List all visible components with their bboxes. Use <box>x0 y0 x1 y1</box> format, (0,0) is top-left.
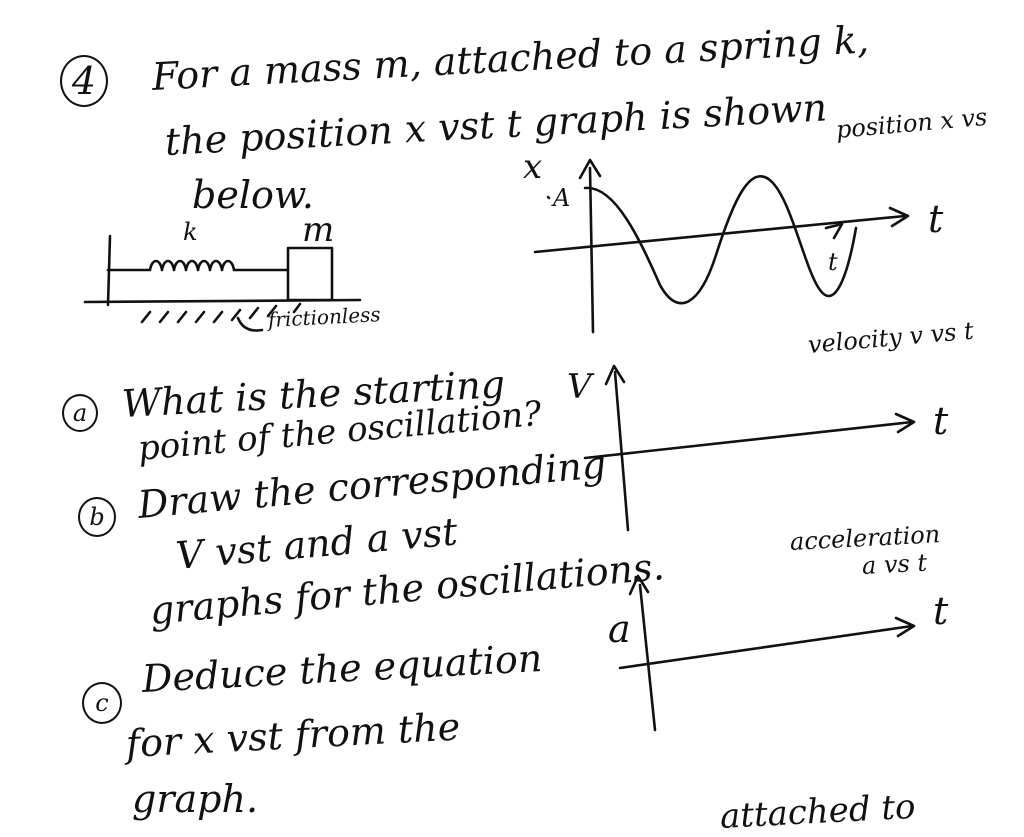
floor-hatching <box>140 302 302 324</box>
position-x-axis-label: t <box>928 197 944 241</box>
velocity-x-axis-label: t <box>933 399 949 443</box>
position-x-axis <box>533 214 907 254</box>
part-c-marker: c <box>82 682 122 724</box>
acceleration-x-arrow <box>894 616 916 638</box>
position-curve-arrow <box>824 222 844 240</box>
mass-block <box>286 246 334 302</box>
velocity-y-axis-label: V <box>567 367 592 407</box>
acceleration-x-axis <box>618 624 914 670</box>
frictionless-pointer <box>236 316 264 332</box>
position-graph <box>533 158 910 334</box>
velocity-x-axis <box>583 420 914 460</box>
amplitude-dot <box>546 195 551 200</box>
part-a-marker-text: a <box>72 399 88 427</box>
position-y-axis <box>588 166 595 334</box>
part-b-marker-text: b <box>89 503 105 531</box>
part-b-marker: b <box>78 497 116 537</box>
velocity-y-arrow <box>604 364 626 386</box>
question-number: 4 <box>60 55 108 107</box>
mass-label: m <box>302 210 335 250</box>
position-curve <box>583 175 858 305</box>
velocity-y-axis <box>613 370 630 532</box>
spring-mass-diagram <box>83 234 362 332</box>
spring-label: k <box>183 218 198 246</box>
acceleration-y-axis-label: a <box>608 607 631 651</box>
question-number-text: 4 <box>71 59 97 103</box>
frictionless-label: frictionless <box>267 302 382 332</box>
acceleration-y-arrow <box>628 574 650 596</box>
position-y-axis-label: x <box>523 147 543 187</box>
acceleration-side-label-2: a vs t <box>861 548 928 580</box>
question-line-3: below. <box>192 173 314 217</box>
part-a-marker: a <box>62 394 98 432</box>
position-x-arrow <box>888 206 910 228</box>
footer-cut-text: attached to <box>718 786 917 837</box>
amplitude-label: A <box>553 184 571 212</box>
curve-t-label: t <box>828 248 838 276</box>
acceleration-x-axis-label: t <box>933 589 949 633</box>
acceleration-graph <box>618 574 916 732</box>
part-c-marker-text: c <box>95 689 109 717</box>
part-c-line-3: graph. <box>132 777 259 821</box>
velocity-x-arrow <box>894 412 916 434</box>
velocity-graph <box>583 364 916 532</box>
position-y-arrow <box>578 158 602 180</box>
spring-coil <box>106 259 289 272</box>
acceleration-y-axis <box>638 583 657 732</box>
